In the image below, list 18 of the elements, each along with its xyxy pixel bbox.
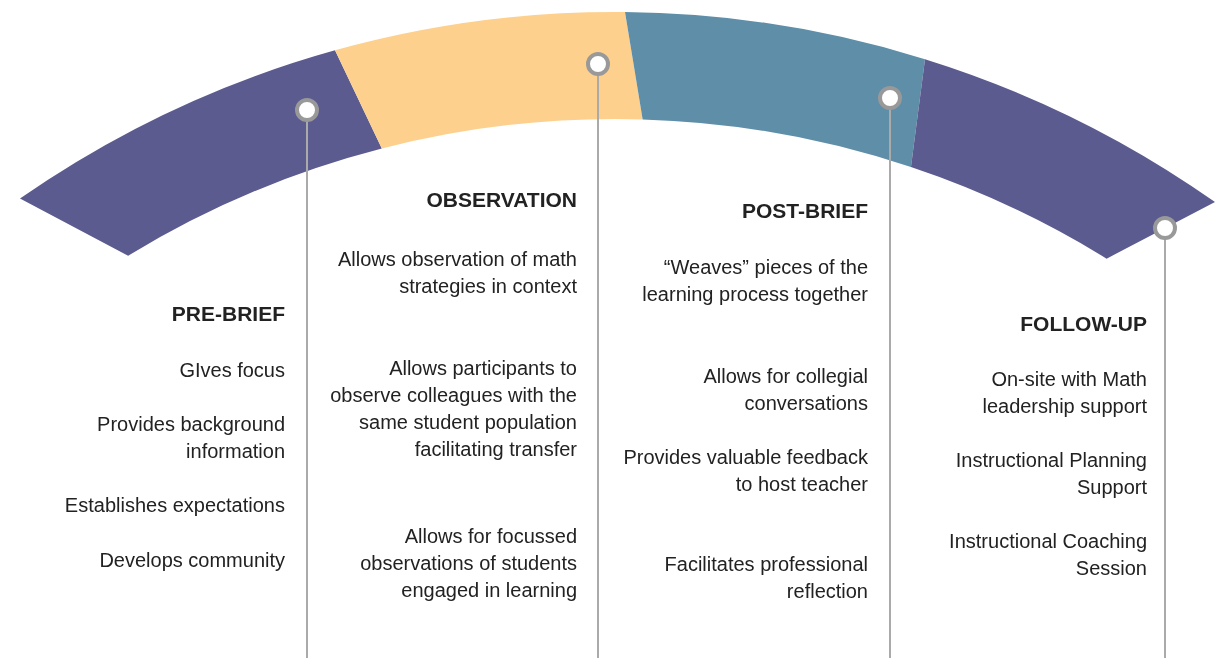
phase-description: Allows participants to observe colleagues with the same student population facilitating transfer [329,356,577,462]
phase-heading: FOLLOW-UP [1019,311,1147,337]
phase-heading: PRE-BRIEF [170,301,285,327]
phase-description: Allows for collegial conversations [702,364,868,416]
phase-description: Instructional Planning Support [954,448,1147,500]
phase-heading: POST-BRIEF [741,198,868,224]
phase-description: On-site with Math leadership support [981,367,1147,419]
phase-description: Instructional Coaching Session [948,529,1147,581]
phase-heading: OBSERVATION [425,187,577,213]
phase-description: Facilitates professional reflection [663,552,868,604]
phase-description: Develops community [98,548,285,573]
phase-description: Establishes expectations [63,493,285,518]
phase-description: “Weaves” pieces of the learning process together [641,255,868,307]
phase-description: Provides background information [96,412,285,464]
phase-description: GIves focus [178,358,285,383]
phase-description: Allows for focussed observations of students engaged in learning [359,524,577,603]
phase-description: Provides valuable feedback to host teacher [622,445,868,497]
phase-description: Allows observation of math strategies in context [337,247,577,299]
